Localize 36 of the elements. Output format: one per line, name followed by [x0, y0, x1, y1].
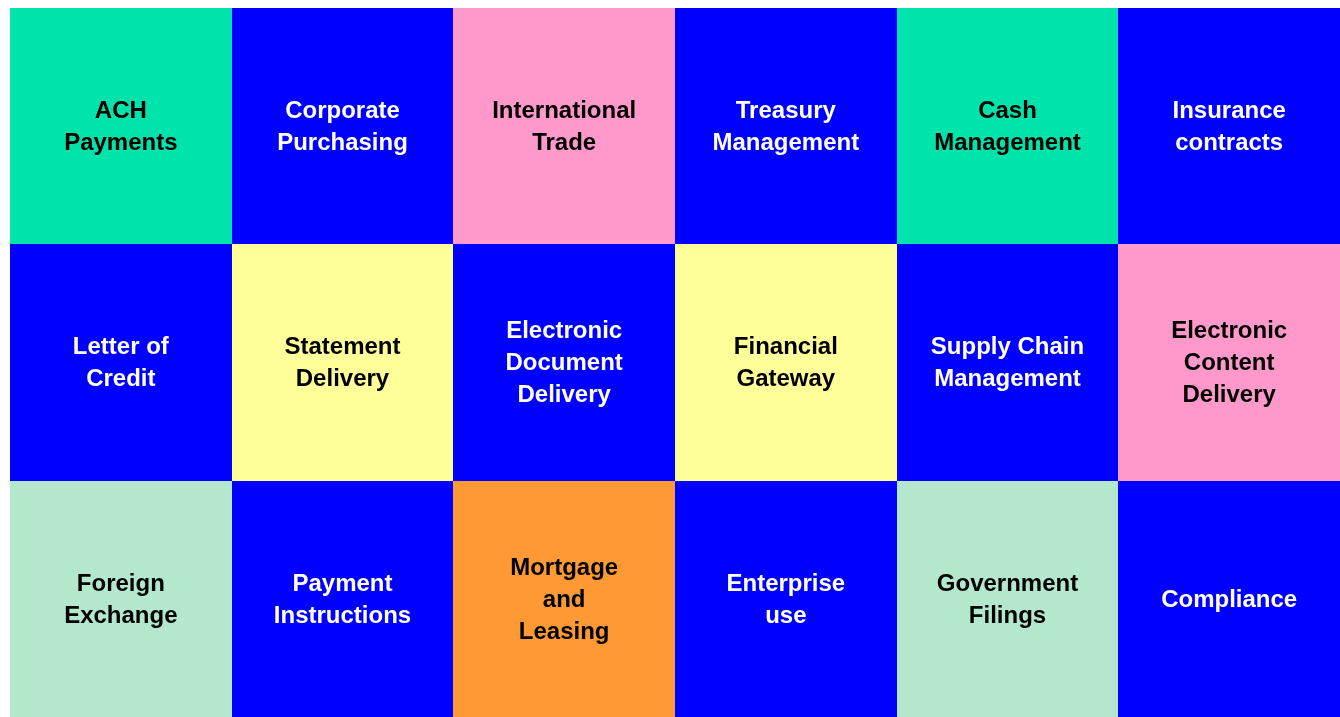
puzzle-piece: [1118, 244, 1340, 481]
piece-label: Mortgage and Leasing: [509, 551, 620, 646]
piece-label: Foreign Exchange: [63, 567, 179, 630]
piece-label: Government Filings: [935, 567, 1080, 630]
puzzle-piece: [896, 480, 1119, 717]
piece-label: Enterprise use: [725, 567, 847, 630]
puzzle-piece: [231, 244, 454, 481]
piece-label: Electronic Document Delivery: [504, 315, 624, 410]
puzzle-piece: [10, 8, 232, 245]
puzzle-piece: [675, 480, 897, 717]
piece-label: Treasury Management: [711, 95, 861, 158]
puzzle-piece: [453, 244, 675, 481]
puzzle-piece: [1118, 8, 1340, 245]
puzzle-piece: [675, 8, 897, 245]
piece-label: Insurance contracts: [1171, 95, 1287, 158]
puzzle-piece: [10, 480, 232, 717]
puzzle-piece: [453, 8, 675, 245]
puzzle-piece: [896, 244, 1119, 481]
piece-label: Payment Instructions: [272, 567, 413, 630]
piece-label: Letter of Credit: [71, 331, 170, 394]
puzzle-piece: [896, 8, 1119, 245]
puzzle-piece: [1118, 480, 1340, 717]
piece-label: International Trade: [491, 95, 638, 158]
puzzle-piece: [231, 8, 454, 245]
piece-label: Financial Gateway: [732, 331, 839, 394]
piece-label: Electronic Content Delivery: [1170, 315, 1289, 410]
piece-label: ACH Payments: [63, 95, 179, 158]
puzzle-piece: [10, 244, 232, 481]
piece-label: Compliance: [1161, 583, 1298, 614]
puzzle-piece: [675, 244, 897, 481]
piece-label: Supply Chain Management: [929, 331, 1086, 394]
piece-label: Cash Management: [933, 95, 1082, 158]
puzzle-piece: [453, 480, 675, 717]
puzzle-piece: [231, 480, 454, 717]
piece-label: Corporate Purchasing: [276, 95, 409, 158]
piece-label: Statement Delivery: [283, 331, 402, 394]
